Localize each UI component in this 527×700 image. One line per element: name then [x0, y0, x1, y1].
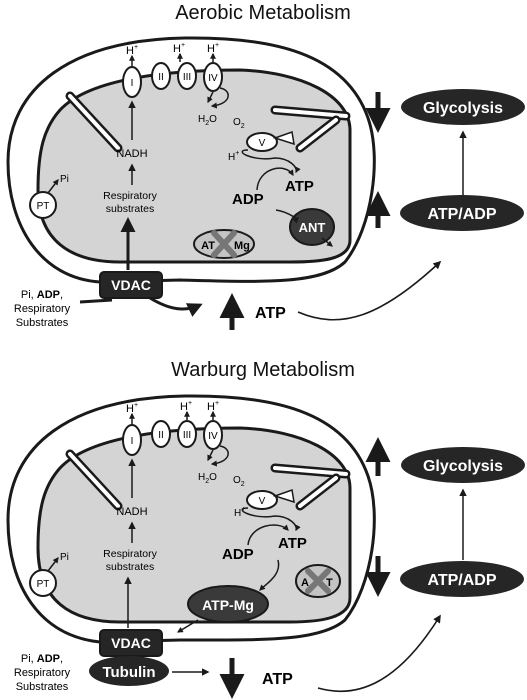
- o2-label: O2: [233, 475, 245, 488]
- svg-text:V: V: [259, 138, 266, 149]
- complex-iii: III: [177, 62, 197, 90]
- h-plus-label: H+: [228, 150, 239, 163]
- glycolysis-node: [401, 89, 525, 125]
- svg-text:I: I: [131, 78, 134, 89]
- atp-synthase-v: [246, 132, 278, 152]
- crossed-x-icon: [305, 568, 331, 594]
- svg-text:ATP/ADP: ATP/ADP: [427, 206, 496, 223]
- inputs-label: Pi, ADP,: [21, 289, 63, 301]
- svg-text:II: II: [158, 430, 164, 441]
- svg-text:VDAC: VDAC: [111, 635, 151, 651]
- h2o-label: H2O: [198, 114, 217, 127]
- svg-text:T: T: [326, 577, 333, 589]
- svg-text:ATP-Mg: ATP-Mg: [202, 597, 254, 613]
- inputs-label: Pi, ADP,: [21, 653, 63, 665]
- pt-transporter: [29, 191, 57, 219]
- complex-ii: II: [151, 62, 171, 90]
- svg-text:PT: PT: [37, 579, 50, 590]
- respiratory-substrates-label: Respiratory: [103, 548, 157, 560]
- complex-ii: II: [151, 420, 171, 448]
- o2-label: O2: [233, 117, 245, 130]
- svg-text:Glycolysis: Glycolysis: [423, 100, 503, 117]
- complex-i: I: [122, 424, 142, 456]
- glycolysis-node: [401, 447, 525, 483]
- cytosolic-atp-label: ATP: [255, 305, 286, 322]
- complex-iv: IV: [203, 62, 223, 92]
- svg-text:Mg: Mg: [234, 240, 250, 252]
- inputs-label-3: Substrates: [16, 317, 69, 329]
- warburg-title: Warburg Metabolism: [171, 359, 355, 381]
- svg-text:Tubulin: Tubulin: [102, 664, 155, 681]
- h-plus-label: H+: [234, 506, 245, 519]
- vdac-channel: [99, 271, 163, 299]
- svg-text:I: I: [131, 436, 134, 447]
- svg-text:Glycolysis: Glycolysis: [423, 458, 503, 475]
- atp-label: ATP: [285, 178, 314, 195]
- crossed-x-icon: [211, 230, 237, 258]
- atp-mg-transporter: [187, 585, 269, 623]
- tubulin-node: [89, 656, 169, 686]
- adp-label: ADP: [222, 546, 254, 563]
- svg-text:IV: IV: [208, 73, 218, 84]
- atp-synthase-v: [246, 490, 278, 510]
- cytosolic-atp-label: ATP: [262, 671, 293, 688]
- complex-i: I: [122, 66, 142, 98]
- svg-text:V: V: [259, 496, 266, 507]
- svg-text:III: III: [183, 72, 191, 83]
- atp-label: ATP: [278, 535, 307, 552]
- pt-transporter: [29, 569, 57, 597]
- inputs-label-3: Substrates: [16, 681, 69, 693]
- atp-adp-node: [400, 561, 524, 597]
- svg-text:A: A: [301, 577, 309, 589]
- respiratory-substrates-label-2: substrates: [106, 561, 154, 573]
- adp-label: ADP: [232, 191, 264, 208]
- svg-text:IV: IV: [208, 431, 218, 442]
- complex-iii: III: [177, 420, 197, 448]
- svg-text:III: III: [183, 430, 191, 441]
- aerobic-title: Aerobic Metabolism: [175, 2, 351, 24]
- respiratory-substrates-label-2: substrates: [106, 203, 154, 215]
- inputs-label-2: Respiratory: [14, 303, 71, 315]
- ant-transporter: [289, 208, 335, 246]
- warburg-panel: Warburg Metabolism I II III IV H+ H+ H+: [6, 359, 525, 699]
- svg-text:PT: PT: [37, 201, 50, 212]
- vdac-channel: [99, 629, 163, 657]
- svg-text:II: II: [158, 72, 164, 83]
- svg-text:ATP/ADP: ATP/ADP: [427, 572, 496, 589]
- svg-text:AT: AT: [201, 240, 215, 252]
- respiratory-substrates-label: Respiratory: [103, 190, 157, 202]
- svg-text:ANT: ANT: [299, 220, 326, 235]
- inputs-label-2: Respiratory: [14, 667, 71, 679]
- svg-text:VDAC: VDAC: [111, 277, 151, 293]
- complex-iv: IV: [203, 420, 223, 450]
- pi-label: Pi: [60, 552, 69, 563]
- aerobic-panel: Aerobic Metabolism I II III IV: [6, 2, 525, 330]
- nadh-label: NADH: [116, 148, 147, 160]
- nadh-label: NADH: [116, 506, 147, 518]
- atp-adp-node: [400, 195, 524, 231]
- h2o-label: H2O: [198, 472, 217, 485]
- pi-label: Pi: [60, 174, 69, 185]
